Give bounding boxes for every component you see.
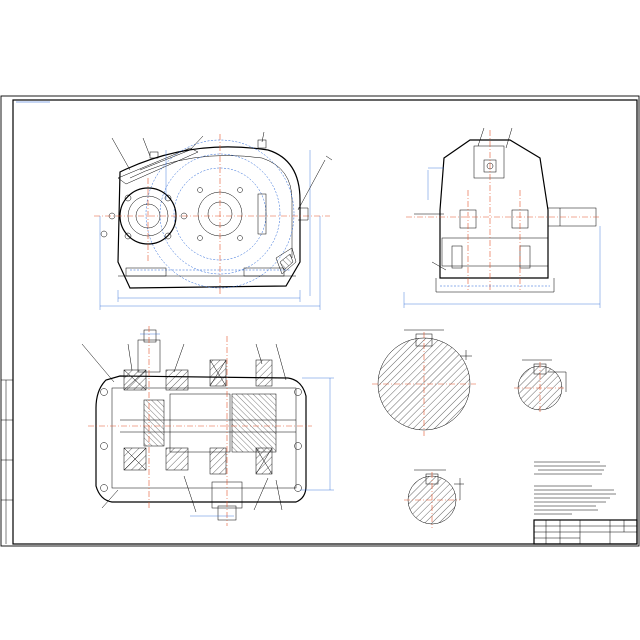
technical-notes <box>534 461 616 515</box>
front-view <box>94 131 333 310</box>
sheet-frame <box>0 95 640 547</box>
plan-section <box>81 326 334 526</box>
title-block <box>533 519 638 545</box>
side-view <box>403 127 601 308</box>
section-a <box>372 329 476 436</box>
section-b <box>514 359 567 414</box>
section-c <box>404 469 464 528</box>
